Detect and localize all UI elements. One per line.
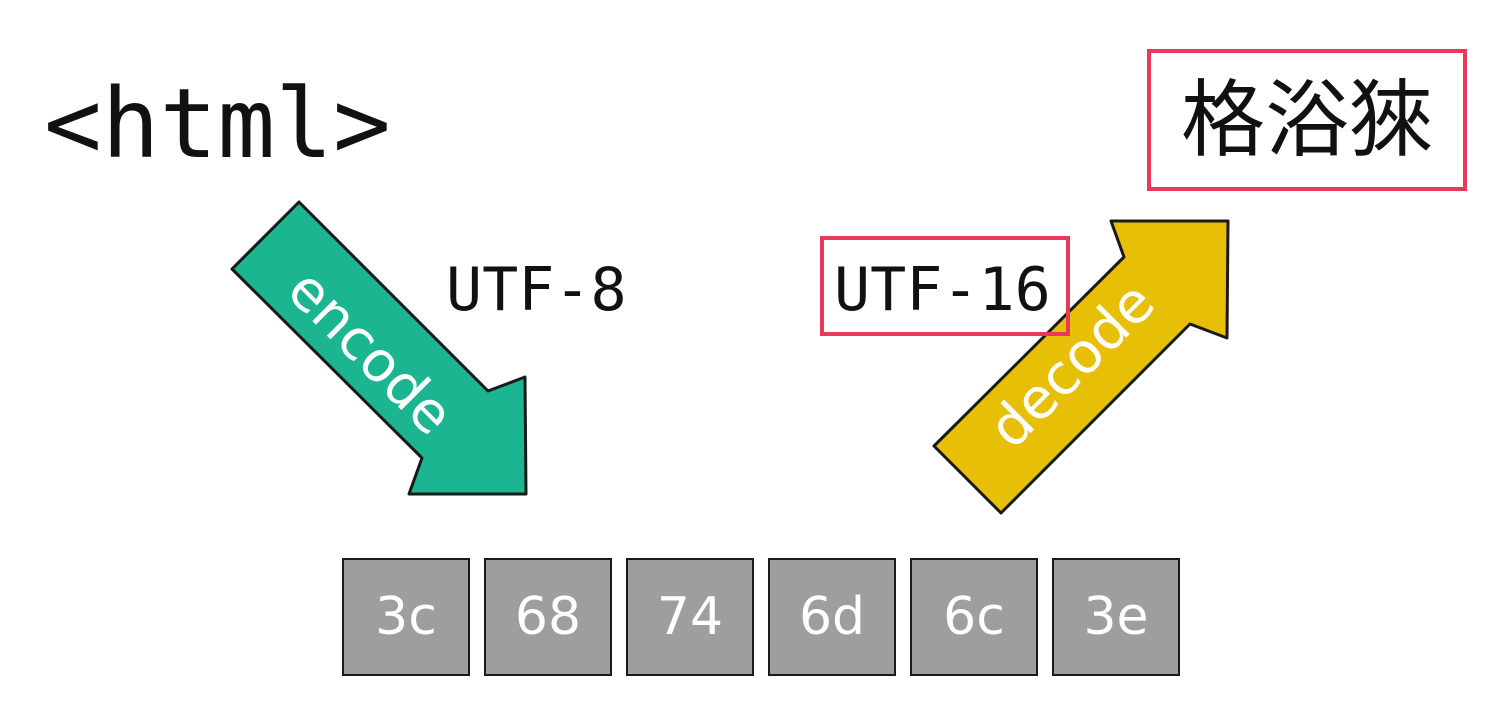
byte-cell: 6d	[768, 558, 896, 676]
byte-cell: 74	[626, 558, 754, 676]
encode-arrow	[230, 200, 528, 496]
decode-arrow	[932, 219, 1230, 515]
byte-sequence: 3c 68 74 6d 6c 3e	[342, 558, 1180, 676]
utf16-label-highlighted: UTF-16	[820, 236, 1070, 336]
byte-cell: 68	[484, 558, 612, 676]
byte-cell: 6c	[910, 558, 1038, 676]
byte-cell: 3c	[342, 558, 470, 676]
decoded-result: 格浴猍	[1147, 49, 1467, 191]
byte-cell: 3e	[1052, 558, 1180, 676]
utf8-label: UTF-8	[446, 255, 627, 325]
source-text: <html>	[44, 68, 391, 180]
